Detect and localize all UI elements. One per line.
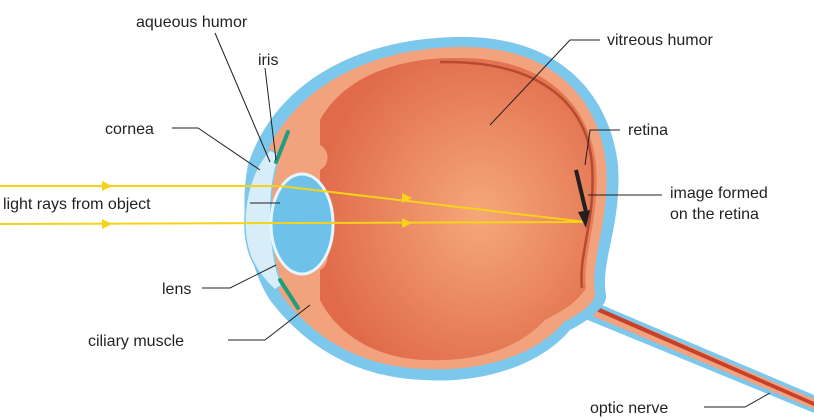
label-light-rays: light rays from object <box>3 196 151 213</box>
label-image-formed-line2: on the retina <box>670 206 759 223</box>
label-lens: lens <box>162 281 191 298</box>
label-retina: retina <box>628 122 668 139</box>
label-vitreous-humor: vitreous humor <box>607 32 713 49</box>
label-aqueous-humor: aqueous humor <box>136 14 248 31</box>
label-iris: iris <box>258 52 278 69</box>
optic-nerve <box>578 300 814 413</box>
label-cornea: cornea <box>105 121 154 138</box>
label-optic-nerve: optic nerve <box>590 400 668 417</box>
label-image-formed-line1: image formed <box>670 185 768 202</box>
label-ciliary-muscle: ciliary muscle <box>88 333 184 350</box>
